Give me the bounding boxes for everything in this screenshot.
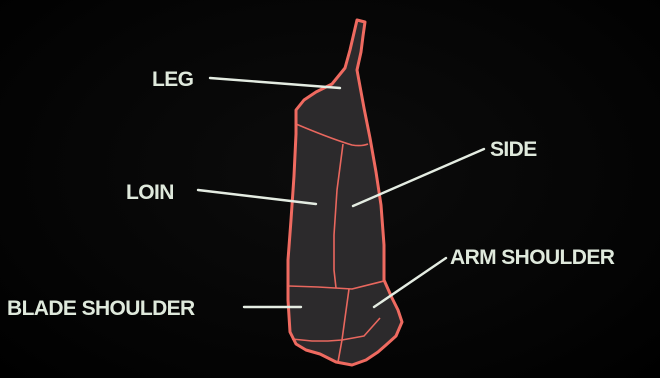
side-label: SIDE: [490, 138, 537, 161]
blade-shoulder-label: BLADE SHOULDER: [7, 297, 195, 320]
leg-leader-line: [210, 78, 340, 88]
loin-label: LOIN: [126, 181, 174, 204]
leg-label: LEG: [152, 68, 194, 91]
arm-shoulder-label: ARM SHOULDER: [450, 246, 615, 269]
